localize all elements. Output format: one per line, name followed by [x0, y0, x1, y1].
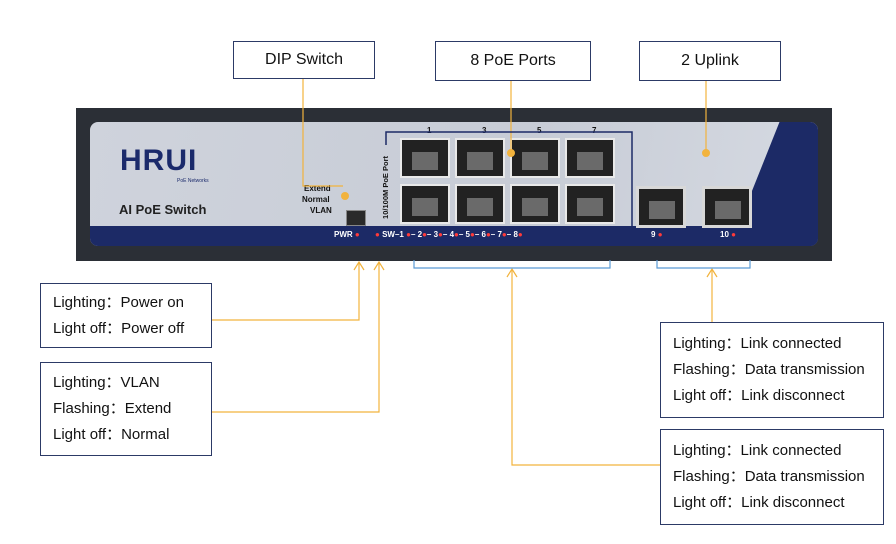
uplink-arrowhead: [706, 267, 718, 278]
poe-port-4: [455, 184, 505, 224]
led-2-icon: ●: [422, 230, 427, 239]
port-number-3: 3: [482, 126, 487, 135]
led-9-icon: ●: [657, 230, 663, 239]
dip-leader: [302, 79, 343, 187]
poe-led-line-3: Light off：Link disconnect: [673, 494, 845, 511]
led-4-icon: ●: [454, 230, 459, 239]
dip-switch-label-text: DIP Switch: [265, 51, 343, 68]
port-group-bracket: [385, 131, 633, 240]
port-number-7: 7: [592, 126, 597, 135]
sw-arrowhead: [373, 260, 385, 271]
uplink-led-line-2: Flashing：Data transmission: [673, 361, 865, 378]
led-6-icon: ●: [485, 230, 491, 239]
sw-led-icon: ●: [375, 230, 380, 239]
dip-switch[interactable]: [346, 210, 366, 226]
sw-text: SW: [382, 230, 395, 239]
poe-port-1: [400, 138, 450, 178]
uplink-led-line-1: Lighting：Link connected: [673, 335, 842, 352]
dip-option-normal: Normal: [302, 195, 330, 204]
pwr-arrowhead: [353, 260, 365, 271]
poe-port-8: [565, 184, 615, 224]
power-led-line-2: Light off：Power off: [53, 320, 185, 337]
poe-port-2: [400, 184, 450, 224]
port-number-1: 1: [427, 126, 432, 135]
poe-port-5: [510, 138, 560, 178]
led-8-icon: ●: [517, 230, 523, 239]
port-number-5: 5: [537, 126, 542, 135]
uplink-port-10: [702, 186, 752, 228]
uplink-led-9: 9 ●: [651, 230, 663, 239]
sw-led-row: ● SW–1 ●– 2●– 3●– 4●– 5●– 6●– 7●– 8●: [375, 230, 523, 239]
led-num-9: 9: [651, 230, 656, 239]
poe-arrowhead: [506, 267, 518, 278]
poe-port-7: [565, 138, 615, 178]
dip-option-extend: Extend: [304, 184, 331, 193]
poe-led-line-2: Flashing：Data transmission: [673, 468, 865, 485]
led-num-2: 2: [417, 230, 423, 239]
pwr-led-label: PWR ●: [334, 230, 360, 239]
poe-ports-label: 8 PoE Ports: [435, 41, 591, 81]
sw-leader: [212, 263, 380, 413]
poe-led-callout: Lighting：Link connected Flashing：Data tr…: [660, 429, 884, 525]
brand-logo: HRUI: [120, 144, 198, 177]
pwr-led-icon: ●: [354, 230, 360, 239]
led-num-3: 3: [433, 230, 439, 239]
uplink-port-9: [636, 186, 686, 228]
uplink-leader-dot: [702, 149, 710, 157]
dip-switch-label: DIP Switch: [233, 41, 375, 79]
poe-leader-dot: [507, 149, 515, 157]
led-num-5: 5: [465, 230, 470, 239]
front-panel: HRUI PoE Networks AI PoE Switch Extend N…: [90, 122, 818, 246]
dip-leader-dot: [341, 192, 349, 200]
led-3-icon: ●: [438, 230, 443, 239]
led-num-6: 6: [481, 230, 486, 239]
sw-led-line-1: Lighting：VLAN: [53, 374, 160, 391]
led-num-8: 8: [513, 230, 518, 239]
power-led-callout: Lighting：Power on Light off：Power off: [40, 283, 212, 348]
pwr-leader: [212, 263, 360, 321]
led-num-4: 4: [449, 230, 455, 239]
poe-led-line-1: Lighting：Link connected: [673, 442, 842, 459]
uplink-bracket: [656, 260, 751, 269]
uplink-label: 2 Uplink: [639, 41, 781, 81]
sw-led-line-3: Light off：Normal: [53, 426, 170, 443]
led-band: [90, 226, 818, 246]
pwr-text: PWR: [334, 230, 353, 239]
led-num-1: 1: [399, 230, 404, 239]
sw-led-line-2: Flashing：Extend: [53, 400, 172, 417]
brand-subtitle: PoE Networks: [177, 178, 209, 184]
dip-option-vlan: VLAN: [310, 206, 332, 215]
uplink-led-10: 10 ●: [720, 230, 736, 239]
poe-callout-leader: [511, 270, 660, 466]
poe-bracket: [413, 260, 611, 269]
poe-ports-label-text: 8 PoE Ports: [470, 52, 556, 69]
led-7-icon: ●: [501, 230, 507, 239]
uplink-label-text: 2 Uplink: [681, 52, 739, 69]
led-1-icon: ●: [406, 230, 411, 239]
led-5-icon: ●: [469, 230, 475, 239]
uplink-led-callout: Lighting：Link connected Flashing：Data tr…: [660, 322, 884, 418]
uplink-led-line-3: Light off：Link disconnect: [673, 387, 845, 404]
poe-port-6: [510, 184, 560, 224]
led-num-10: 10: [720, 230, 729, 239]
power-led-line-1: Lighting：Power on: [53, 294, 184, 311]
led-num-7: 7: [497, 230, 502, 239]
led-10-icon: ●: [731, 230, 736, 239]
sw-led-callout: Lighting：VLAN Flashing：Extend Light off：…: [40, 362, 212, 456]
model-name: AI PoE Switch: [119, 202, 207, 217]
poe-port-3: [455, 138, 505, 178]
